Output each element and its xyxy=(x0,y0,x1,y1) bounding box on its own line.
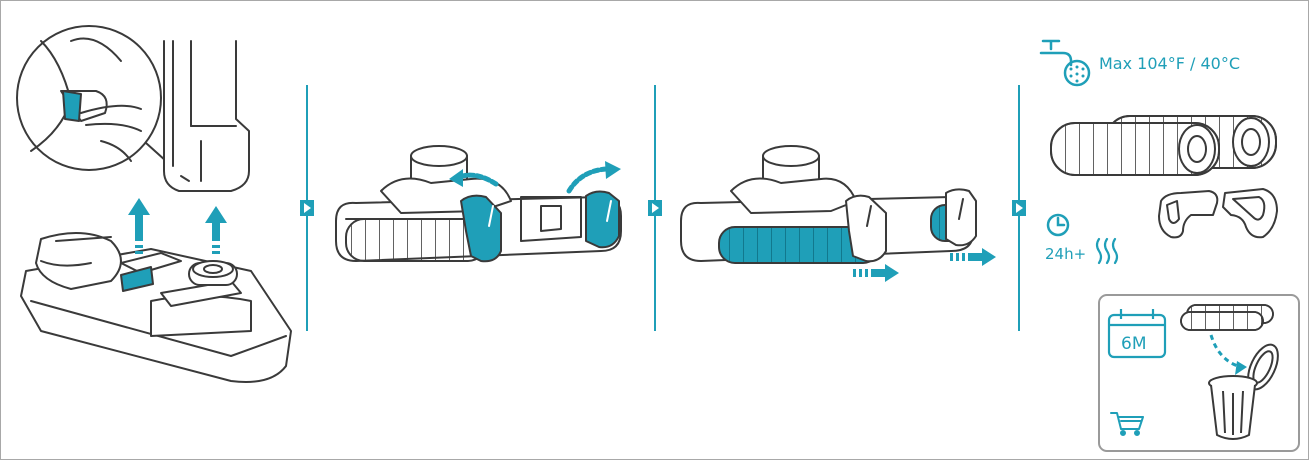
washed-rollers xyxy=(1051,116,1276,175)
cleaner-base xyxy=(21,233,291,382)
replace-interval-label: 6M xyxy=(1121,334,1146,354)
step-divider-3 xyxy=(1012,85,1026,331)
step-divider-1 xyxy=(300,85,314,331)
step-3-slide-out-rollers xyxy=(681,146,996,282)
replacement-panel: 6M xyxy=(1099,295,1299,451)
latch-right xyxy=(586,192,619,248)
temperature-label: Max 104°F / 40°C xyxy=(1099,54,1240,73)
steam-icon xyxy=(1097,239,1117,263)
vacuum-handle xyxy=(164,41,249,191)
clock-icon xyxy=(1048,215,1068,235)
old-rollers xyxy=(1181,305,1273,330)
roller-latches xyxy=(1159,189,1277,237)
zoom-detail-circle xyxy=(17,26,161,170)
step-divider-2 xyxy=(648,85,662,331)
step-1-remove-roller-cover xyxy=(17,26,291,382)
step-4-wash-and-dry: Max 104°F / 40°C 24h+ xyxy=(1041,41,1299,451)
faucet-icon xyxy=(1041,41,1089,85)
dry-time-label: 24h+ xyxy=(1045,245,1086,263)
lift-arrow-icon xyxy=(128,198,227,254)
step-2-open-latches xyxy=(336,146,621,261)
